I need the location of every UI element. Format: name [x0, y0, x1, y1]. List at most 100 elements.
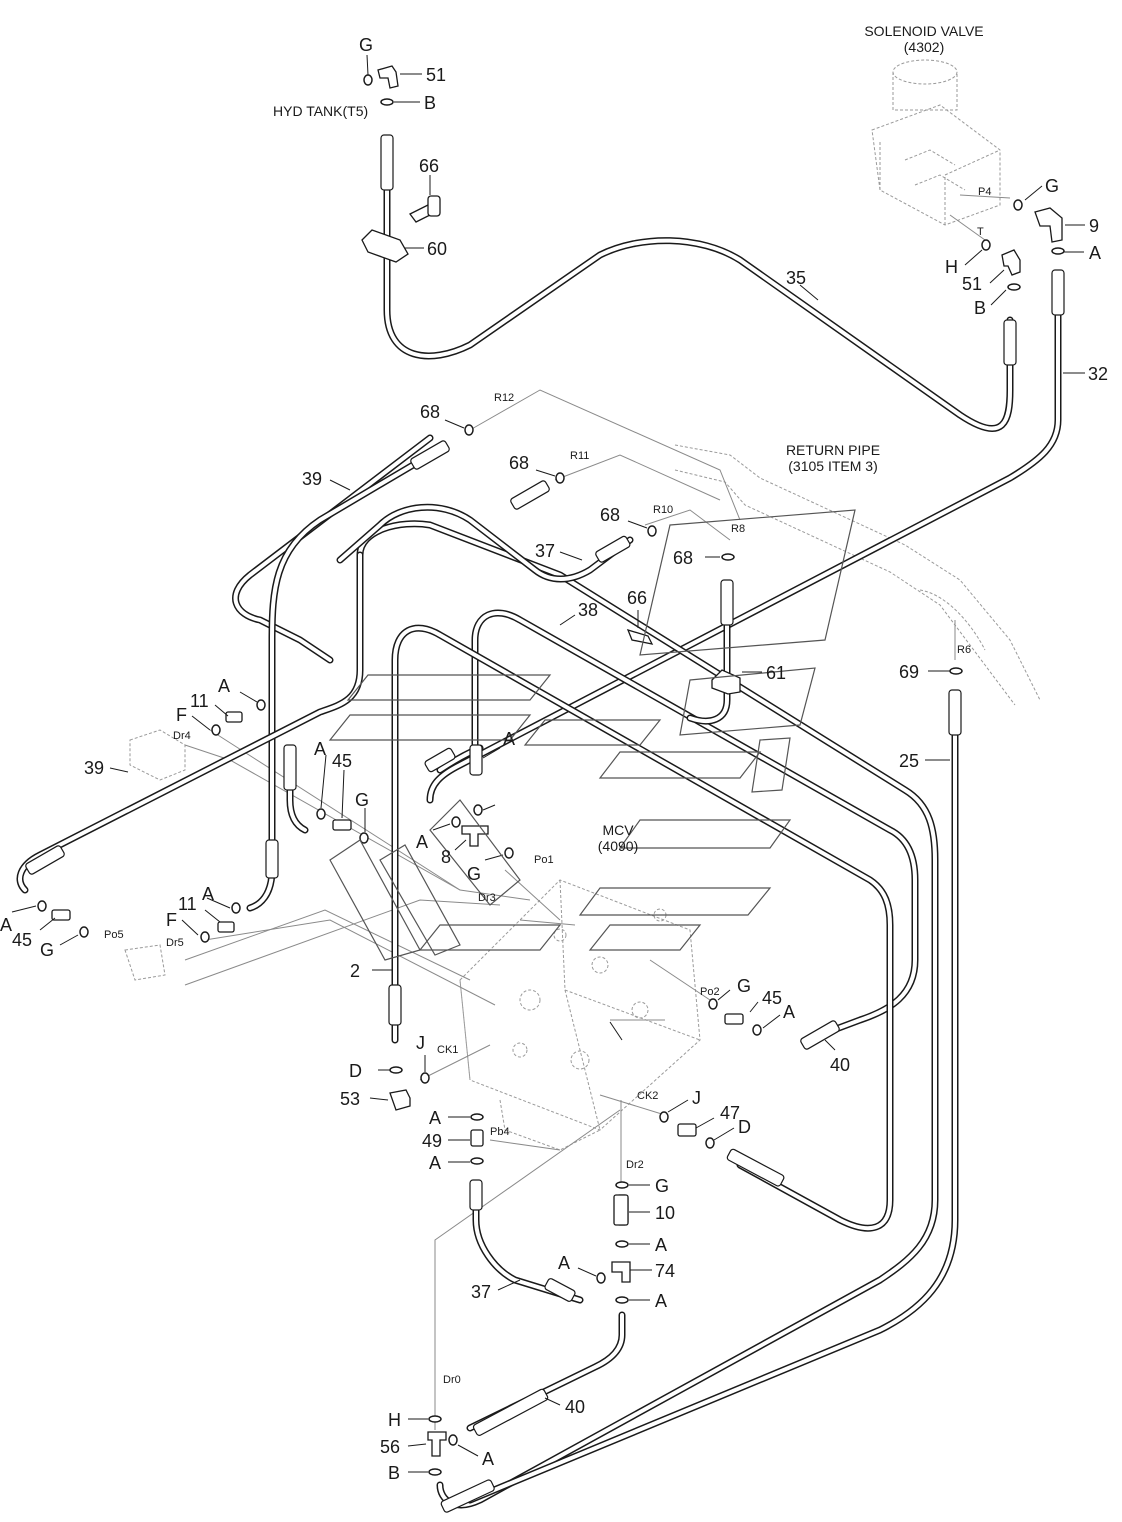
component-labels: SOLENOID VALVE (4302) RETURN PIPE (3105 … — [273, 23, 984, 854]
oring-g-po2: G — [737, 976, 751, 996]
part-49: 49 — [422, 1131, 442, 1151]
hose-braids — [25, 134, 1065, 1513]
part-8: 8 — [441, 847, 451, 867]
oring-a-40: A — [655, 1291, 667, 1311]
port-p4: P4 — [978, 186, 991, 198]
hose-40-lower — [466, 1311, 626, 1432]
oring-a-lower-left: A — [202, 884, 214, 904]
solenoid-valve-outline — [871, 59, 1001, 226]
port-dr4: Dr4 — [173, 730, 191, 742]
hose-39-main — [246, 451, 434, 912]
part-68-r8: 68 — [673, 548, 693, 568]
hose-61-short — [686, 581, 731, 725]
oring-b-top: B — [424, 93, 436, 113]
part-66-mid: 66 — [627, 588, 647, 608]
port-r11: R11 — [570, 450, 589, 462]
oring-a-10: A — [655, 1235, 667, 1255]
part-number-labels: 51 66 60 9 51 35 32 68 68 39 68 37 68 38… — [12, 65, 1108, 1457]
oring-f-lower-left: F — [166, 910, 177, 930]
solenoid-valve-ref: (4302) — [904, 39, 944, 55]
part-61: 61 — [766, 663, 786, 683]
left-fitting-outline — [124, 729, 186, 981]
port-t: T — [977, 226, 984, 238]
hose-37-upper — [336, 503, 634, 583]
part-25: 25 — [899, 751, 919, 771]
hose-39-left — [16, 551, 364, 894]
part-32: 32 — [1088, 364, 1108, 384]
part-2: 2 — [350, 961, 360, 981]
oring-g-mid-lower: G — [467, 864, 481, 884]
oring-d-right: D — [738, 1117, 751, 1137]
watermark-logo — [328, 509, 856, 961]
oring-g-dr2: G — [655, 1176, 669, 1196]
port-labels: P4 T R12 R11 R10 R8 R6 Dr4 Dr3 Po1 Dr5 P… — [104, 186, 991, 1386]
mcv-ref: (4090) — [598, 838, 638, 854]
oring-h-valve: H — [945, 257, 958, 277]
port-dr2: Dr2 — [626, 1159, 644, 1171]
part-56: 56 — [380, 1437, 400, 1457]
port-dr3: Dr3 — [478, 892, 496, 904]
port-r10: R10 — [653, 504, 673, 516]
oring-a-pb4-bottom: A — [429, 1153, 441, 1173]
hose-39-upper — [232, 434, 434, 664]
oring-a-left: A — [0, 915, 12, 935]
hose-35 — [383, 136, 1014, 432]
part-37-top: 37 — [535, 541, 555, 561]
part-74: 74 — [655, 1261, 675, 1281]
part-60: 60 — [427, 239, 447, 259]
return-pipe-ref: (3105 ITEM 3) — [788, 458, 877, 474]
oring-a-56: A — [482, 1449, 494, 1469]
solenoid-valve-name: SOLENOID VALVE — [864, 23, 983, 39]
hose-39-lower — [286, 520, 939, 1509]
part-68-r12: 68 — [420, 402, 440, 422]
oring-j-left: J — [416, 1033, 425, 1053]
part-9: 9 — [1089, 216, 1099, 236]
return-pipe-name: RETURN PIPE — [786, 442, 880, 458]
oring-b-bottom: B — [388, 1463, 400, 1483]
part-37-lower: 37 — [471, 1282, 491, 1302]
part-38: 38 — [578, 600, 598, 620]
hyd-tank-name: HYD TANK(T5) — [273, 103, 368, 119]
mcv-outline — [459, 879, 701, 1151]
oring-a-upper-left: A — [218, 676, 230, 696]
port-r6: R6 — [957, 644, 971, 656]
o-ring-letter-labels: G B G A H B A F A G A A G A G A F G A D … — [0, 35, 1101, 1483]
part-47: 47 — [720, 1103, 740, 1123]
port-po2: Po2 — [700, 986, 720, 998]
oring-g-top: G — [359, 35, 373, 55]
oring-a-pb4-top: A — [429, 1108, 441, 1128]
part-40-right: 40 — [830, 1055, 850, 1075]
oring-j-right: J — [692, 1088, 701, 1108]
hose-37-lower — [472, 1181, 584, 1304]
callout-leaders — [11, 54, 1085, 1473]
oring-a-mid-right: A — [503, 729, 515, 749]
part-40-lower: 40 — [565, 1397, 585, 1417]
oring-b-valve: B — [974, 298, 986, 318]
part-39-left: 39 — [84, 758, 104, 778]
port-po5: Po5 — [104, 929, 124, 941]
oring-a-74: A — [558, 1253, 570, 1273]
hose-25 — [466, 696, 959, 1504]
oring-d-left: D — [349, 1061, 362, 1081]
part-69: 69 — [899, 662, 919, 682]
part-35: 35 — [786, 268, 806, 288]
port-po1: Po1 — [534, 854, 554, 866]
part-45-right: 45 — [762, 988, 782, 1008]
oring-a-po2: A — [783, 1002, 795, 1022]
part-45-left: 45 — [12, 930, 32, 950]
part-51-right: 51 — [962, 274, 982, 294]
oring-g-mid: G — [355, 790, 369, 810]
oring-g-valve: G — [1045, 176, 1059, 196]
port-ck1: CK1 — [437, 1044, 458, 1056]
port-pb4: Pb4 — [490, 1126, 510, 1138]
part-10: 10 — [655, 1203, 675, 1223]
oring-f-upper-left: F — [176, 705, 187, 725]
oring-g-left: G — [40, 940, 54, 960]
hose-2 — [391, 624, 894, 1232]
o-rings — [37, 74, 1065, 1476]
part-51-top: 51 — [426, 65, 446, 85]
mcv-name: MCV — [602, 822, 634, 838]
hose-32 — [426, 281, 1062, 804]
fittings — [51, 65, 1063, 1457]
